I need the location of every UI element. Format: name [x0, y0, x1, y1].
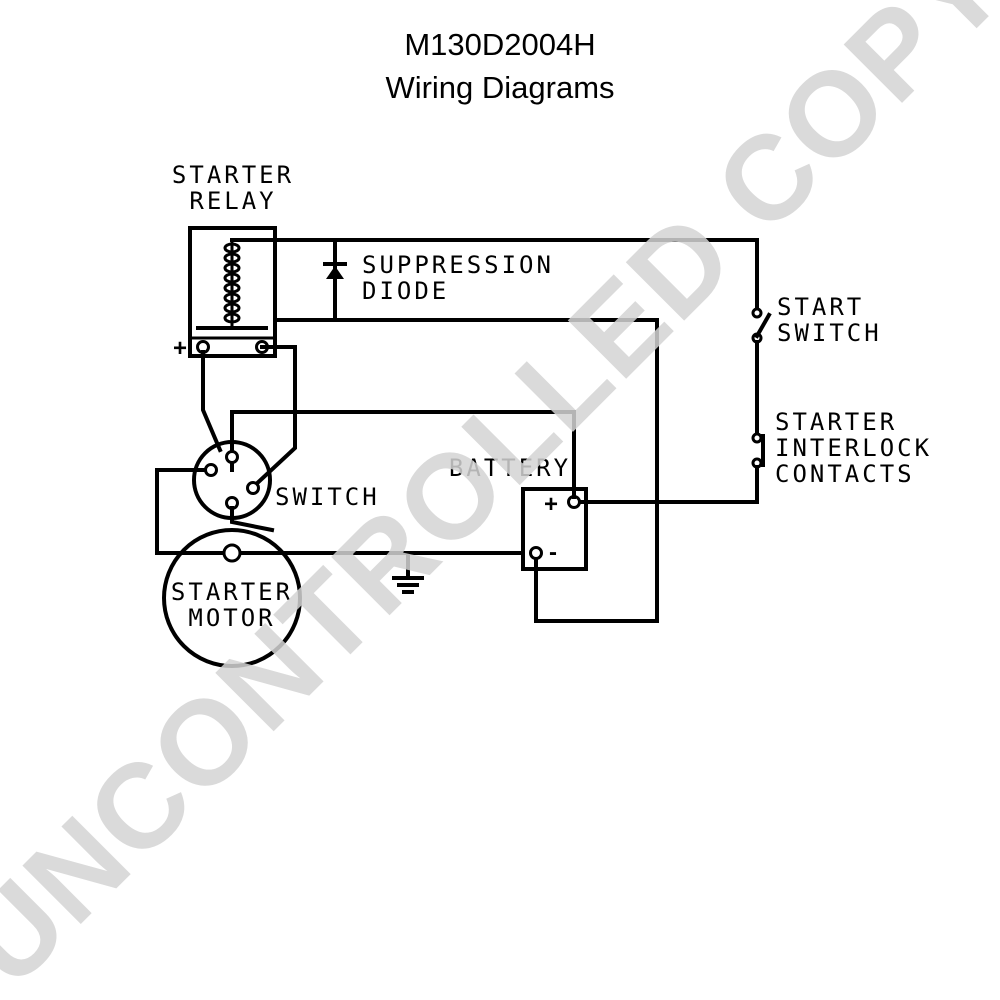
starter-motor: [162, 528, 302, 668]
relay-coil: [223, 240, 241, 326]
starter-motor-label-2: MOTOR: [188, 604, 275, 632]
wire-relay-to-battery-negative: [273, 318, 659, 623]
wire-relay-to-start-switch: [230, 238, 759, 312]
wire-switch-to-motor: [230, 506, 275, 533]
suppression-diode-label-2: DIODE: [362, 277, 449, 305]
interlock-label-3: CONTACTS: [775, 460, 915, 488]
starter-motor-body: [162, 528, 302, 668]
battery-label: BATTERY: [449, 454, 571, 482]
battery-minus-sign: -: [549, 539, 557, 566]
suppression-diode-label-1: SUPPRESSION: [362, 251, 554, 279]
relay-plus-sign: +: [173, 335, 187, 362]
wire-relay-plus-to-switch: [201, 350, 223, 453]
interlock-label-1: STARTER: [775, 408, 897, 436]
starter-motor-terminal: [222, 543, 242, 563]
wire-relay-to-switch: [249, 345, 297, 491]
diagram-title: M130D2004H: [404, 27, 595, 62]
start-switch-label-2: SWITCH: [777, 319, 882, 347]
start-switch: [751, 307, 772, 437]
diode-triangle: [326, 266, 344, 279]
interlock-contacts: [751, 432, 765, 504]
solenoid-switch: [192, 440, 272, 520]
start-switch-blade: [754, 312, 772, 339]
diagram-subtitle: Wiring Diagrams: [385, 70, 614, 105]
switch-label: SWITCH: [275, 483, 380, 511]
interlock-label-2: INTERLOCK: [775, 434, 932, 462]
start-switch-label-1: START: [777, 293, 864, 321]
battery-plus-sign: +: [544, 491, 558, 518]
battery-terminal-negative: [529, 546, 543, 560]
ground-symbol: [392, 551, 424, 594]
wire-switch-to-ground: [155, 468, 525, 555]
starter-motor-label-1: STARTER: [171, 578, 293, 606]
suppression-diode: [323, 238, 347, 322]
battery-body: [521, 487, 588, 571]
battery: [521, 487, 588, 571]
starter-relay-body: [188, 226, 277, 358]
starter-relay-label-2: RELAY: [189, 187, 276, 215]
starter-relay: [188, 226, 277, 358]
starter-relay-label-1: STARTER: [172, 161, 294, 189]
